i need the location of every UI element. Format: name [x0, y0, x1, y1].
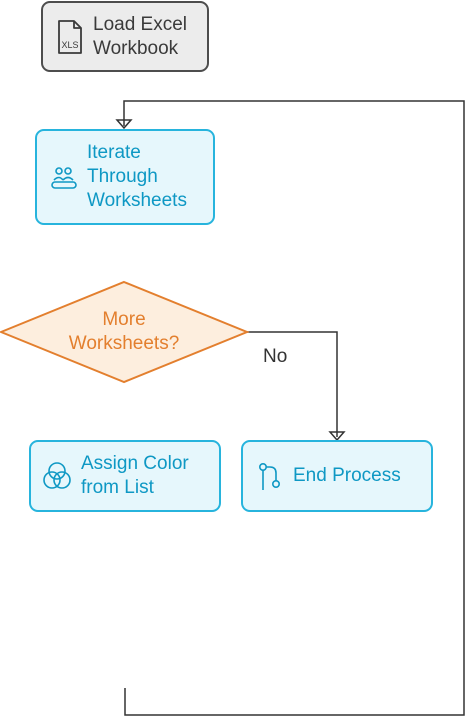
- no-edge-label: No: [263, 346, 288, 367]
- load-node-label-line2: Workbook: [93, 37, 179, 59]
- iterate-node-label-line2: Through: [87, 166, 158, 187]
- assign-node-label-line1: Assign Color: [81, 453, 189, 474]
- decision-label-line1: More: [102, 309, 146, 330]
- iterate-node-label-line3: Worksheets: [87, 190, 187, 211]
- end-node-label: End Process: [293, 465, 401, 486]
- load-node-label-line1: Load Excel: [93, 13, 188, 35]
- no-arrowhead: [328, 431, 346, 442]
- no-connector: [247, 331, 338, 437]
- decision-label-line2: Worksheets?: [68, 333, 180, 354]
- loop-arrowhead: [115, 119, 133, 130]
- xls-file-icon: XLS: [55, 17, 85, 57]
- assign-node-label-line2: from List: [81, 477, 154, 498]
- svg-text:XLS: XLS: [61, 40, 78, 50]
- assign-color-node[interactable]: Assign Color from List: [29, 440, 221, 512]
- branch-icon: [255, 460, 285, 492]
- loop-back-connector: [123, 100, 465, 716]
- load-workbook-node[interactable]: XLS Load Excel Workbook: [41, 1, 209, 72]
- end-process-node[interactable]: End Process: [241, 440, 433, 512]
- iterate-worksheets-node[interactable]: Iterate Through Worksheets: [35, 129, 215, 225]
- color-circles-icon: [41, 460, 73, 492]
- decision-diamond: [0, 280, 250, 384]
- decision-label[interactable]: More Worksheets?: [24, 308, 224, 356]
- iterate-node-label-line1: Iterate: [87, 142, 141, 163]
- users-list-icon: [49, 162, 79, 192]
